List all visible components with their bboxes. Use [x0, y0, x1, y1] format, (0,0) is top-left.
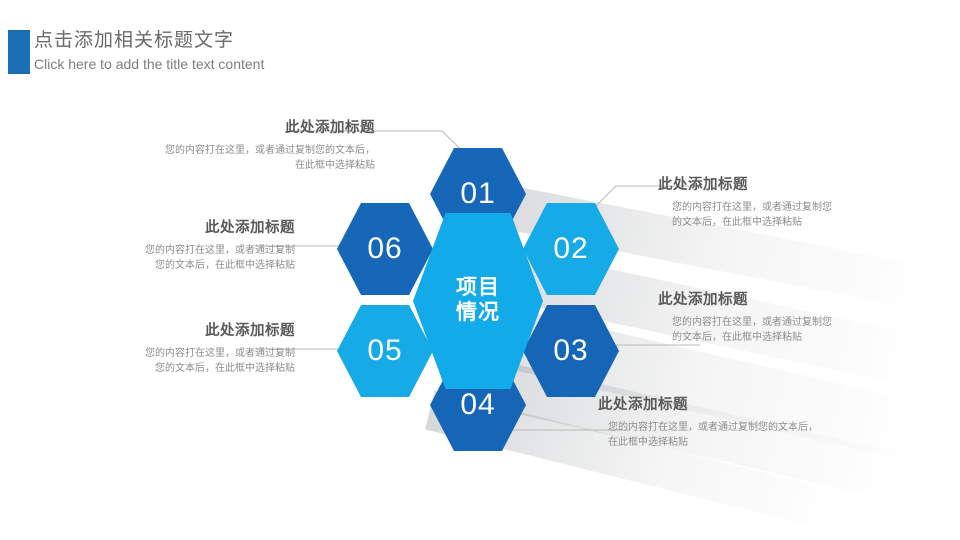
hexagon-diagram: 01 06 02 05 03 04 项目 情况: [0, 90, 960, 540]
hexagon-node-04-number: 04: [460, 388, 496, 421]
callout-01-body: 您的内容打在这里，或者通过复制您的文本后， 在此框中选择粘贴: [120, 143, 375, 173]
callout-06-body: 您的内容打在这里，或者通过复制 您的文本后，在此框中选择粘贴: [95, 243, 295, 273]
callout-04-body-line2: 在此框中选择粘贴: [608, 437, 688, 448]
callout-03-body-line1: 您的内容打在这里，或者通过复制您: [672, 317, 832, 328]
hexagon-node-01-number: 01: [460, 177, 496, 210]
header-accent-bar: [8, 30, 30, 74]
hexagon-node-03-number: 03: [553, 334, 589, 367]
callout-02: 此处添加标题 您的内容打在这里，或者通过复制您 的文本后，在此框中选择粘贴: [658, 175, 888, 230]
callout-01: 此处添加标题 您的内容打在这里，或者通过复制您的文本后， 在此框中选择粘贴: [120, 118, 375, 173]
hexagon-node-02-number: 02: [553, 232, 589, 265]
hexagon-node-05-number: 05: [367, 334, 403, 367]
callout-03-body-line2: 的文本后，在此框中选择粘贴: [672, 332, 802, 343]
callout-06-title: 此处添加标题: [205, 220, 295, 236]
callout-03: 此处添加标题 您的内容打在这里，或者通过复制您 的文本后，在此框中选择粘贴: [658, 290, 888, 345]
callout-06-body-line2: 您的文本后，在此框中选择粘贴: [155, 260, 295, 271]
callout-03-title: 此处添加标题: [658, 292, 748, 308]
callout-02-body-line1: 您的内容打在这里，或者通过复制您: [672, 202, 832, 213]
hexagon-center-label-line1: 项目: [456, 276, 500, 300]
callout-01-title: 此处添加标题: [285, 120, 375, 136]
hexagon-node-05[interactable]: 05: [337, 305, 433, 397]
callout-06-body-line1: 您的内容打在这里，或者通过复制: [145, 245, 295, 256]
callout-05-title: 此处添加标题: [205, 323, 295, 339]
callout-04-body-line1: 您的内容打在这里，或者通过复制您的文本后，: [608, 422, 818, 433]
callout-05-body-line2: 您的文本后，在此框中选择粘贴: [155, 363, 295, 374]
callout-04-body: 您的内容打在这里，或者通过复制您的文本后， 在此框中选择粘贴: [598, 420, 858, 450]
callout-06: 此处添加标题 您的内容打在这里，或者通过复制 您的文本后，在此框中选择粘贴: [95, 218, 295, 273]
callout-03-body: 您的内容打在这里，或者通过复制您 的文本后，在此框中选择粘贴: [658, 315, 888, 345]
callout-02-title: 此处添加标题: [658, 177, 748, 193]
callout-05-body-line1: 您的内容打在这里，或者通过复制: [145, 348, 295, 359]
callout-02-body: 您的内容打在这里，或者通过复制您 的文本后，在此框中选择粘贴: [658, 200, 888, 230]
slide-header: 点击添加相关标题文字 Click here to add the title t…: [0, 28, 960, 80]
callout-04-title: 此处添加标题: [598, 397, 688, 413]
callout-02-body-line2: 的文本后，在此框中选择粘贴: [672, 217, 802, 228]
page-subtitle: Click here to add the title text content: [34, 56, 265, 72]
hexagon-center-label-line2: 情况: [456, 301, 500, 324]
hexagon-node-02[interactable]: 02: [523, 203, 619, 295]
callout-01-body-line2: 在此框中选择粘贴: [295, 160, 375, 171]
page-title: 点击添加相关标题文字: [34, 30, 235, 51]
hexagon-center-label: 项目 情况: [456, 276, 500, 326]
hexagon-center[interactable]: 项目 情况: [413, 213, 543, 389]
hexagon-node-03[interactable]: 03: [523, 305, 619, 397]
callout-04: 此处添加标题 您的内容打在这里，或者通过复制您的文本后， 在此框中选择粘贴: [598, 395, 858, 450]
hexagon-node-06-number: 06: [367, 232, 403, 265]
callout-05: 此处添加标题 您的内容打在这里，或者通过复制 您的文本后，在此框中选择粘贴: [95, 321, 295, 376]
callout-05-body: 您的内容打在这里，或者通过复制 您的文本后，在此框中选择粘贴: [95, 346, 295, 376]
hexagon-node-06[interactable]: 06: [337, 203, 433, 295]
callout-01-body-line1: 您的内容打在这里，或者通过复制您的文本后，: [165, 145, 375, 156]
